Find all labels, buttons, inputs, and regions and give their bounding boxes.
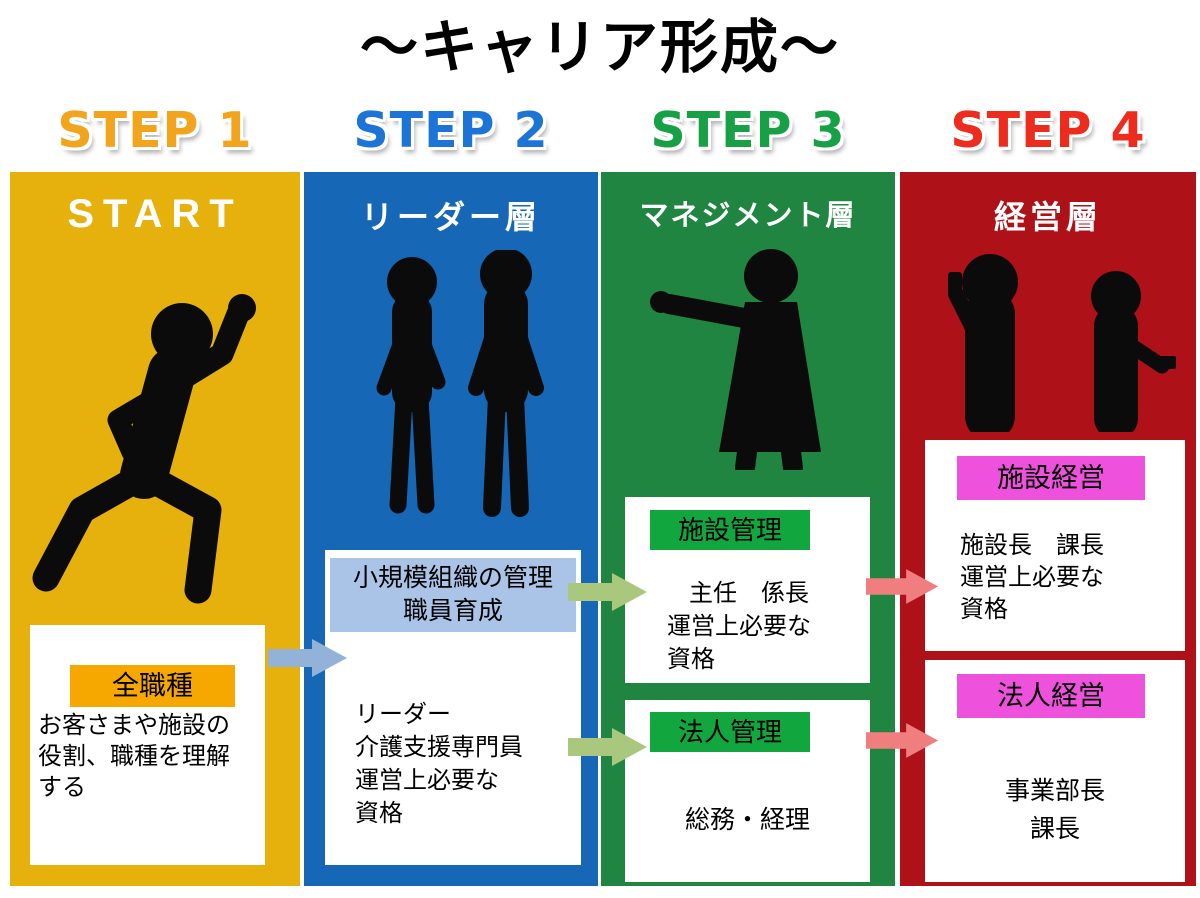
text-line: 資格 (667, 646, 715, 673)
corporate-management-tag: 法人管理 (650, 712, 810, 752)
step3-heading: STEP 3 (650, 102, 846, 159)
facility-management-tag: 施設管理 (650, 510, 810, 550)
facility-executive-box: 施設経営 施設長 課長 運営上必要な 資格 (925, 440, 1185, 651)
column-step3-header: マネジメント層 (639, 200, 857, 232)
arrow-step3-to-step4-top-icon (866, 569, 939, 604)
text-line: 役割、職種を理解 (38, 743, 230, 770)
text-line: 運営上必要な (355, 767, 499, 794)
column-step4-header: 経営層 (993, 199, 1102, 235)
facility-executive-tag: 施設経営 (957, 456, 1145, 500)
corporate-executive-box: 法人経営 事業部長 課長 (925, 660, 1185, 882)
corporate-management-box: 法人管理 総務・経理 (625, 700, 870, 882)
column-step1-header: START (67, 192, 243, 236)
text-line: 主任 係長 (689, 580, 809, 607)
page-title: ～キャリア形成～ (359, 15, 840, 80)
column-step2-leader: リーダー層 小規模組織の管理 職員育成 リーダー 介護支援専門員 運営上必要 (304, 172, 598, 886)
text-line: 総務・経理 (684, 806, 810, 834)
text-line: リーダー (355, 701, 451, 728)
step1-heading: STEP 1 (57, 102, 253, 159)
text-line: 介護支援専門員 (355, 734, 523, 761)
text-line: 資格 (355, 800, 403, 827)
corporate-management-description: 総務・経理 (625, 800, 870, 836)
facility-management-description: 主任 係長 運営上必要な 資格 (667, 577, 811, 676)
arrow-step1-to-step2-icon (268, 639, 347, 677)
text-line: 運営上必要な (667, 613, 811, 640)
arrow-step3-to-step4-bottom-icon (866, 723, 939, 758)
text-line: する (38, 774, 86, 801)
small-org-management-tag: 小規模組織の管理 職員育成 (330, 558, 576, 632)
facility-executive-description: 施設長 課長 運営上必要な 資格 (960, 530, 1104, 626)
text-line: 課長 (1029, 815, 1080, 843)
tag-line: 小規模組織の管理 (352, 564, 553, 592)
corporate-executive-description: 事業部長 課長 (925, 772, 1185, 848)
all-jobs-tag: 全職種 (70, 665, 235, 707)
text-line: 運営上必要な (960, 564, 1104, 591)
two-standing-people-icon (376, 250, 544, 517)
step2-heading: STEP 2 (353, 102, 549, 159)
column-step1-start: START 全職種 お客さまや施設の 役割、職種を理解 する (10, 172, 300, 886)
pointing-man-icon (650, 249, 821, 470)
text-line: 施設長 課長 (960, 532, 1104, 559)
column-step4-executive: 経営層 施設経営 施設長 課長 運営上必要な 資格 法人経営 事業部長 課長 (900, 172, 1196, 886)
arrow-step2-to-step3-top-icon (568, 573, 647, 611)
step2-description: リーダー 介護支援専門員 運営上必要な 資格 (355, 698, 523, 830)
facility-management-box: 施設管理 主任 係長 運営上必要な 資格 (625, 497, 870, 683)
businesspeople-on-phone-icon (948, 254, 1176, 432)
step1-info-box: 全職種 お客さまや施設の 役割、職種を理解 する (30, 625, 265, 865)
tag-line: 職員育成 (402, 597, 503, 625)
column-step3-management: マネジメント層 施設管理 主任 係長 運営上必要な 資格 法人管理 総務・経理 (601, 172, 895, 886)
corporate-executive-tag: 法人経営 (957, 674, 1145, 718)
step4-heading: STEP 4 (950, 102, 1146, 159)
step2-info-box: 小規模組織の管理 職員育成 リーダー 介護支援専門員 運営上必要な 資格 (325, 550, 581, 865)
jumping-person-icon (32, 294, 256, 604)
text-line: 資格 (960, 596, 1008, 623)
step1-description: お客さまや施設の 役割、職種を理解 する (38, 710, 230, 803)
column-step2-header: リーダー層 (360, 199, 541, 235)
text-line: お客さまや施設の (38, 712, 230, 739)
text-line: 事業部長 (1004, 777, 1105, 805)
arrow-step2-to-step3-bottom-icon (568, 728, 647, 766)
